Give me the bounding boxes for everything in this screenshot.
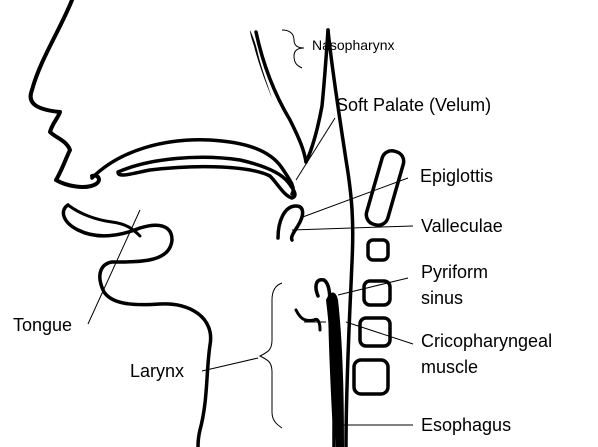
vertebra-3 [364, 281, 390, 305]
leader-tongue [88, 210, 140, 324]
larynx-bracket [260, 283, 282, 428]
velum-shape [118, 157, 295, 198]
label-pyriform-line1: Pyriform [421, 262, 488, 282]
label-esophagus: Esophagus [421, 415, 511, 435]
esophagus-band [326, 293, 344, 447]
epiglottis-shape [278, 206, 303, 240]
vertebra-2 [368, 240, 388, 260]
label-larynx: Larynx [130, 361, 184, 381]
leader-larynx [202, 358, 258, 371]
vertebra-5 [354, 360, 388, 394]
label-valleculae: Valleculae [421, 216, 503, 236]
label-tongue: Tongue [13, 315, 72, 335]
label-nasopharynx: Nasopharynx [312, 37, 395, 53]
nasopharynx-bracket [282, 30, 304, 68]
label-pyriform-line2: sinus [421, 288, 463, 308]
pharyngeal-wall [256, 32, 306, 162]
face-profile-outline [31, 0, 99, 187]
label-cricopharyngeal-line2: muscle [421, 357, 478, 377]
larynx-anterior [296, 310, 320, 330]
vertebra-1 [364, 148, 406, 227]
tongue-jaw-outline [63, 205, 210, 447]
pharyngeal-wall-thick [250, 30, 272, 98]
label-soft-palate: Soft Palate (Velum) [336, 95, 491, 115]
label-cricopharyngeal-line1: Cricopharyngeal [421, 331, 552, 351]
leader-cricopharyngeal [346, 322, 413, 344]
label-epiglottis: Epiglottis [420, 166, 493, 186]
